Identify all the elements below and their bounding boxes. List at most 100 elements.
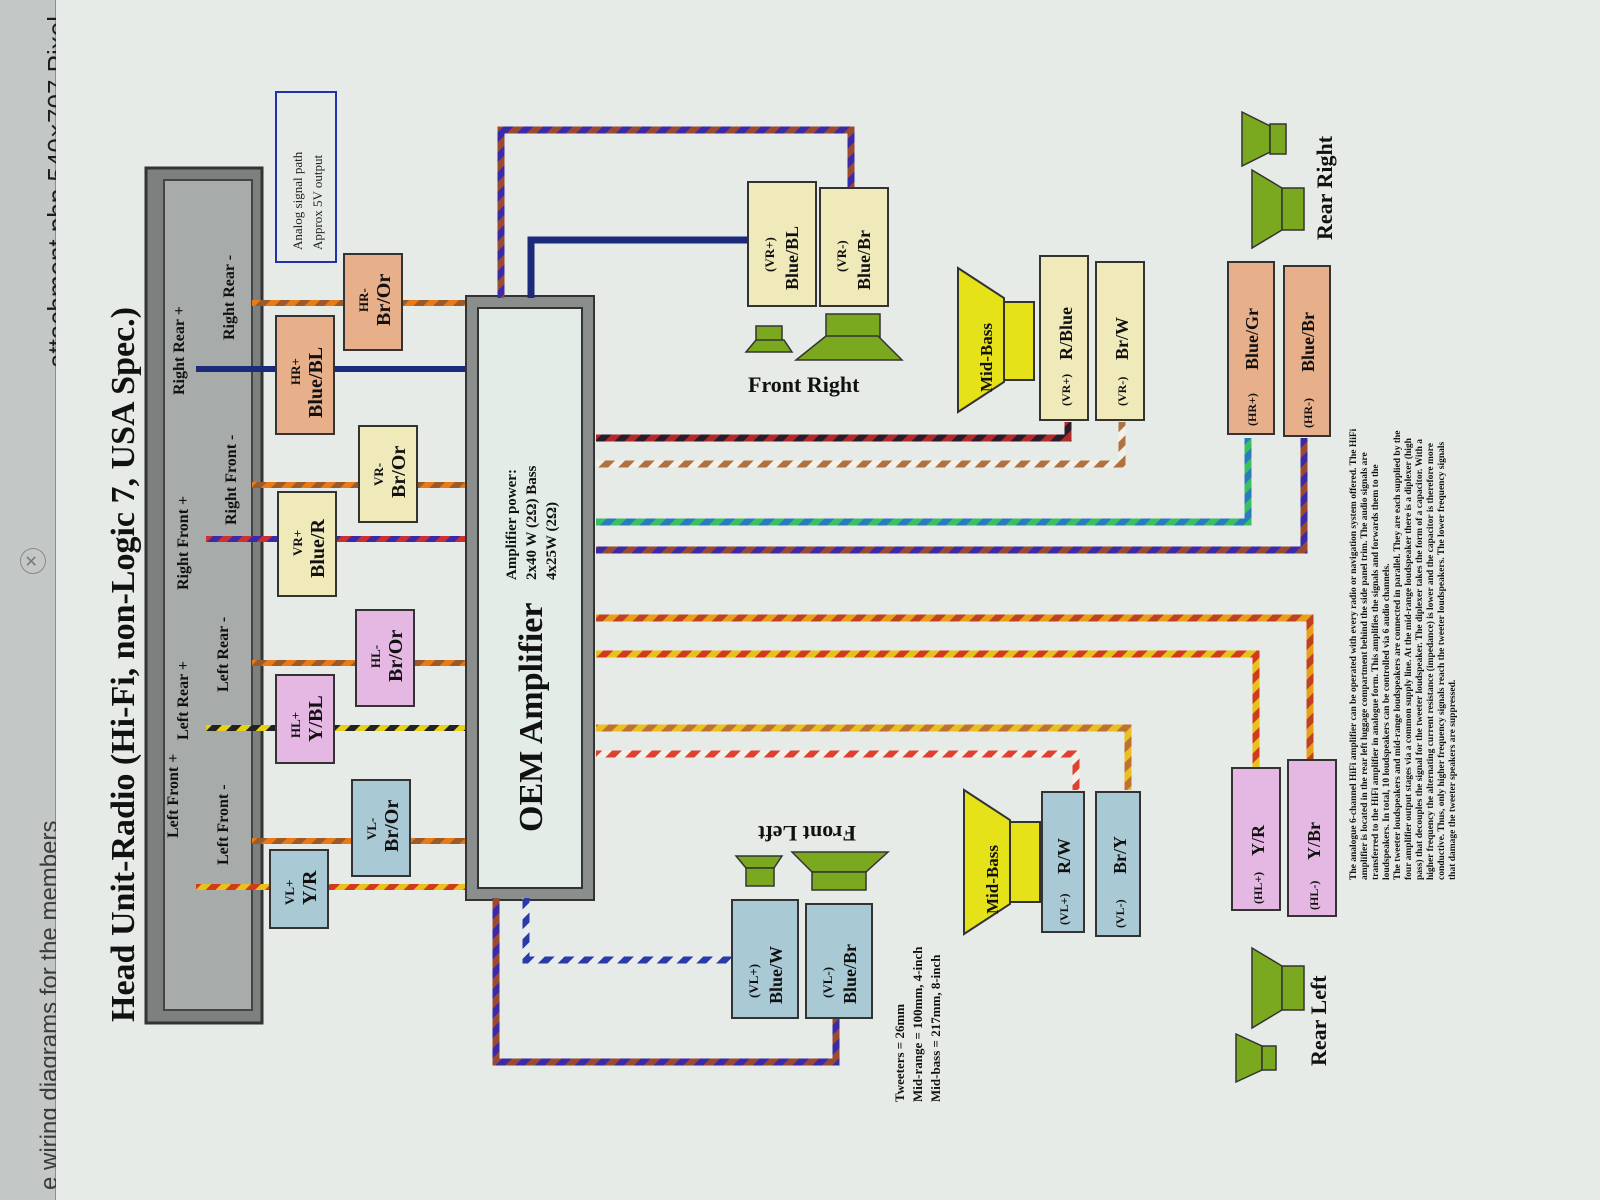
box-fl-vl-plus: [731, 899, 799, 1019]
mid-bass-right-group: Mid-Bass (VR+) R/Blue (VR-) Br/W: [957, 255, 1145, 421]
svg-text:HL-: HL-: [368, 645, 383, 668]
speaker-icon: [793, 313, 904, 361]
label-right-rear-plus: Right Rear +: [171, 306, 188, 395]
svg-text:VL-: VL-: [364, 818, 379, 840]
box-hl-plus: HL+ Y/BL: [275, 674, 335, 764]
svg-text:Br/Or: Br/Or: [388, 446, 410, 498]
oem-amplifier: OEM Amplifier Amplifier power: 2x40 W (2…: [465, 295, 595, 901]
label-right-front-plus: Right Front +: [175, 496, 192, 590]
speaker-sizes: Tweeters = 26mm Mid-range = 100mm, 4-inc…: [892, 946, 943, 1102]
wire-rl-hl-plus: [596, 650, 1260, 768]
label-left-rear-minus: Left Rear -: [215, 617, 232, 692]
rear-left-group: (HL+) Y/R (HL-) Y/Br Rear Left: [1231, 759, 1337, 1084]
output-wires: [492, 126, 1314, 1066]
rear-left-label: Rear Left: [1306, 975, 1331, 1066]
label-left-front-minus: Left Front -: [215, 784, 232, 865]
svg-text:four amplifier output stages v: four amplifier output stages via a commo…: [1403, 437, 1414, 880]
wire-mbl-vl-plus: [596, 750, 1080, 790]
box-fr-vr-minus: [819, 187, 889, 307]
wiring-diagram: Head Unit-Radio (Hi-Fi, non-Logic 7, USA…: [56, 0, 1600, 1200]
svg-text:VR-: VR-: [371, 463, 386, 486]
box-vr-minus: VR- Br/Or: [358, 425, 418, 523]
label-right-front-minus: Right Front -: [223, 435, 240, 525]
box-rl-hl-plus: [1231, 767, 1281, 911]
box-rl-hl-minus: [1287, 759, 1337, 917]
wire-rr-hr-minus: [596, 438, 1308, 554]
mbr-vr-plus-text: (VR+): [1059, 374, 1073, 406]
head-unit: [144, 166, 264, 1025]
svg-text:(VR+): (VR+): [762, 237, 777, 272]
svg-text:Mid-range = 100mm, 4-inch: Mid-range = 100mm, 4-inch: [910, 946, 925, 1102]
wire-mbr-vr-minus: [596, 422, 1126, 468]
svg-text:Approx 5V output: Approx 5V output: [310, 155, 325, 250]
svg-text:HL+: HL+: [288, 712, 303, 738]
svg-text:The tweeter loudspeakers and m: The tweeter loudspeakers and mid-range l…: [1393, 430, 1403, 880]
close-icon[interactable]: ✕: [20, 548, 46, 574]
box-mbr-vr-plus: [1039, 255, 1089, 421]
svg-text:Y/R: Y/R: [1248, 824, 1268, 856]
svg-text:conductive. Thus, only higher: conductive. Thus, only higher frequency …: [1437, 441, 1447, 880]
svg-text:Mid-Bass: Mid-Bass: [983, 845, 1002, 914]
box-vr-plus: VR+ Blue/R: [277, 491, 337, 597]
svg-text:pass) that decouples the signa: pass) that decouples the signal for the …: [1414, 439, 1425, 880]
svg-text:Blue/BL: Blue/BL: [782, 226, 802, 290]
box-fr-vr-plus: [747, 181, 817, 307]
box-vl-minus: VL- Br/Or: [351, 779, 411, 877]
wire-fl-vl-plus: [522, 898, 731, 964]
front-left-group: Front Left (VL+) Blue/W (VL-) Blue/Br: [731, 821, 890, 1019]
box-hl-minus: HL- Br/Or: [355, 609, 415, 707]
svg-text:Y/BL: Y/BL: [305, 695, 327, 742]
label-right-rear-minus: Right Rear -: [221, 255, 238, 340]
svg-text:that damage the tweeter speake: that damage the tweeter speakers are sup…: [1448, 680, 1458, 880]
description-text: The analogue 6-channel HiFi amplifier ca…: [1349, 428, 1458, 880]
svg-text:transferred to the HiFi amplif: transferred to the HiFi amplifier in ana…: [1371, 464, 1381, 880]
svg-text:(HL+): (HL+): [1251, 872, 1265, 904]
svg-text:Blue/Br: Blue/Br: [1298, 312, 1318, 372]
svg-text:The analogue 6-channel HiFi am: The analogue 6-channel HiFi amplifier ca…: [1349, 428, 1359, 880]
wire-mbl-vl-minus: [596, 724, 1132, 790]
rear-right-group: Rear Right (HR+) Blue/Gr (HR-) Blue/Br: [1227, 110, 1337, 437]
speaker-icon: Mid-Bass: [963, 788, 1041, 936]
speaker-icon: [1241, 110, 1287, 168]
wire-vl-plus: [196, 884, 466, 890]
svg-text:Blue/Br: Blue/Br: [854, 230, 874, 290]
svg-text:Tweeters = 26mm: Tweeters = 26mm: [892, 1004, 907, 1102]
diagram-title: Head Unit-Radio (Hi-Fi, non-Logic 7, USA…: [105, 307, 142, 1022]
svg-text:higher frequency the alternati: higher frequency the alternating current…: [1425, 443, 1436, 880]
wire-rr-hr-plus: [596, 438, 1252, 526]
svg-text:(VL+): (VL+): [1057, 893, 1071, 925]
speaker-icon: Mid-Bass: [957, 266, 1035, 414]
svg-text:Br/Or: Br/Or: [381, 800, 403, 852]
svg-text:Mid-bass = 217mm, 8-inch: Mid-bass = 217mm, 8-inch: [928, 954, 943, 1102]
amplifier-power-main: 4x25W (2Ω): [544, 502, 560, 580]
diagram-svg: Head Unit-Radio (Hi-Fi, non-Logic 7, USA…: [105, 91, 1458, 1102]
svg-text:VR+: VR+: [290, 530, 305, 556]
wire-fl-vl-minus: [492, 898, 840, 1066]
wire-rl-hl-minus: [596, 614, 1314, 760]
svg-text:Br/Or: Br/Or: [373, 274, 395, 326]
svg-text:Br/Or: Br/Or: [385, 630, 407, 682]
speaker-icon: [1251, 168, 1305, 250]
svg-text:VL+: VL+: [282, 880, 297, 905]
svg-text:Analog signal path: Analog signal path: [290, 151, 305, 250]
box-mbr-vr-minus: [1095, 261, 1145, 421]
svg-text:Blue/R: Blue/R: [307, 519, 329, 578]
svg-text:(HR+): (HR+): [1245, 393, 1259, 426]
box-hr-minus: HR- Br/Or: [343, 253, 403, 351]
svg-text:R/W: R/W: [1054, 838, 1074, 874]
svg-text:Mid-Bass: Mid-Bass: [977, 323, 996, 392]
wire-fr-vr-plus: [527, 236, 748, 298]
label-left-rear-plus: Left Rear +: [175, 661, 192, 740]
svg-text:(VL+): (VL+): [746, 964, 761, 998]
amplifier-title: OEM Amplifier: [513, 603, 550, 832]
analog-signal-note: Analog signal path Approx 5V output: [275, 91, 337, 263]
speaker-icon: [1251, 946, 1305, 1030]
wire-fr-vr-minus: [497, 126, 855, 298]
head-unit-face: [163, 179, 253, 1011]
svg-text:Y/R: Y/R: [299, 870, 321, 905]
mid-bass-left-group: Mid-Bass (VL+) R/W (VL-) Br/Y: [963, 788, 1141, 937]
svg-text:(VR-): (VR-): [1115, 377, 1129, 406]
label-left-front-plus: Left Front +: [165, 754, 182, 838]
svg-text:Blue/W: Blue/W: [766, 946, 786, 1004]
box-rr-hr-plus: [1227, 261, 1275, 435]
